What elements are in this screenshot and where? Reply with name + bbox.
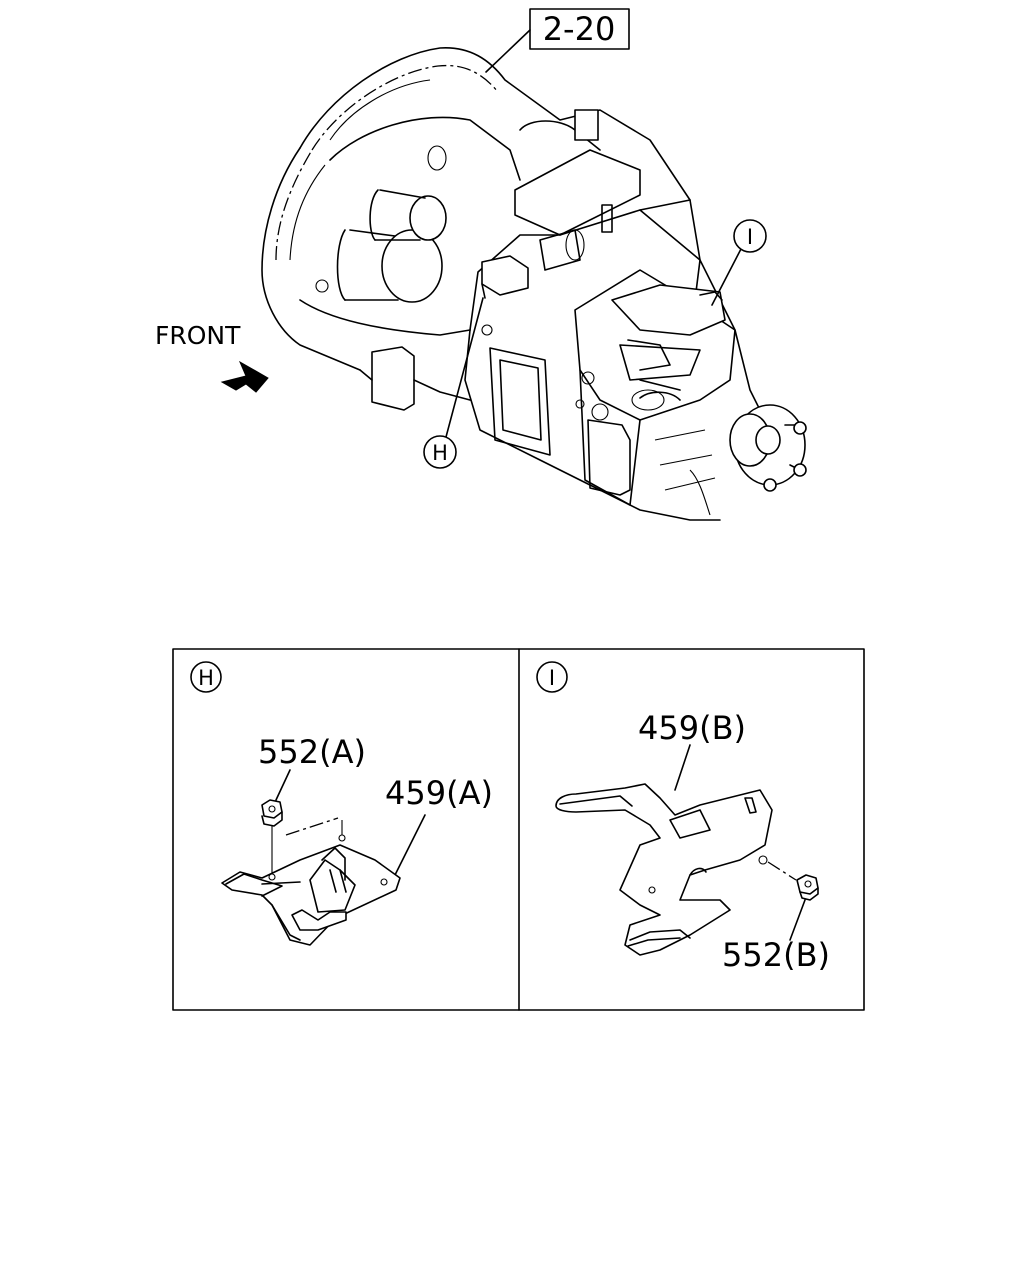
bracket-459b-drawing — [555, 744, 773, 956]
nut-552b-drawing — [767, 861, 819, 941]
part-label-552b: 552(B) — [722, 936, 830, 974]
transmission-assembly-drawing — [261, 47, 807, 521]
reference-box-2-20: 2-20 — [485, 8, 630, 73]
front-arrow-icon — [220, 360, 269, 393]
marker-i-letter: I — [747, 225, 753, 249]
detail-h-marker: H — [198, 666, 214, 690]
reference-label: 2-20 — [543, 10, 616, 48]
front-label: FRONT — [155, 321, 241, 350]
detail-panel-h: H 552(A) 459(A) — [190, 661, 493, 946]
front-indicator: FRONT — [155, 321, 269, 393]
bracket-459a-drawing — [221, 814, 426, 946]
part-label-459a: 459(A) — [385, 774, 493, 812]
marker-h: H — [423, 297, 484, 469]
detail-panel-i: I 459(B) 552(B) — [536, 661, 830, 974]
marker-h-letter: H — [432, 441, 448, 465]
detail-frame — [172, 648, 865, 1011]
nut-552a-drawing — [261, 769, 343, 875]
part-label-459b: 459(B) — [638, 709, 746, 747]
part-label-552a: 552(A) — [258, 733, 366, 771]
marker-i: I — [711, 219, 767, 306]
detail-i-marker: I — [549, 666, 555, 690]
